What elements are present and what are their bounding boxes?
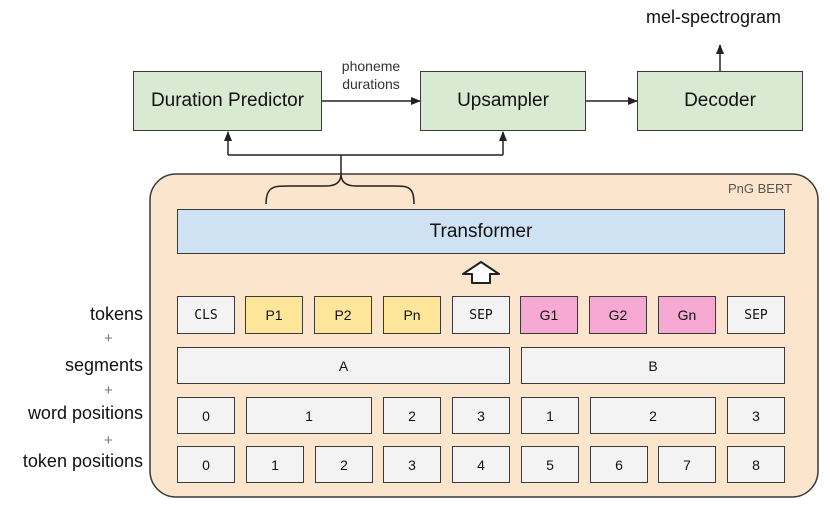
edge-label-line2: durations [342,76,400,92]
word-position-cell: 0 [177,397,235,434]
token-p2: P2 [314,296,372,334]
row-label-tokens: tokens [89,304,143,324]
plus-sign-1: + [104,330,113,347]
word-position-cell: 1 [521,397,579,434]
phoneme-durations-label: phoneme durations [336,57,406,93]
token-g1: G1 [520,296,578,334]
mel-spectrogram-label: mel-spectrogram [646,7,782,27]
word-position-cell: 1 [246,397,372,434]
token-position-cell: 6 [590,446,648,483]
word-position-cell: 2 [590,397,716,434]
word-position-cell: 3 [452,397,510,434]
transformer-block: Transformer [177,209,785,254]
token-g2: G2 [589,296,647,334]
decoder-block: Decoder [637,71,803,131]
segment-b: B [521,347,785,384]
token-position-cell: 5 [521,446,579,483]
token-sep-1: SEP [452,296,510,334]
token-position-cell: 3 [383,446,441,483]
token-sep-2: SEP [727,296,785,334]
phoneme-brace [265,173,415,205]
plus-sign-2: + [104,382,113,399]
token-position-cell: 2 [315,446,373,483]
token-pn: Pn [383,296,441,334]
token-position-cell: 7 [658,446,716,483]
edge-label-line1: phoneme [341,58,401,74]
row-label-segments: segments [64,355,143,375]
token-gn: Gn [658,296,716,334]
token-p1: P1 [245,296,303,334]
token-cls: CLS [177,296,235,334]
word-position-cell: 3 [727,397,785,434]
upsampler-block: Upsampler [420,71,586,131]
row-label-word-positions: word positions [27,403,143,423]
token-position-cell: 8 [727,446,785,483]
plus-sign-3: + [104,432,113,449]
token-position-cell: 4 [452,446,510,483]
word-position-cell: 2 [383,397,441,434]
token-position-cell: 1 [246,446,304,483]
row-label-token-positions: token positions [22,451,143,471]
pngbert-title: PnG BERT [728,181,793,196]
segment-a: A [177,347,510,384]
token-position-cell: 0 [177,446,235,483]
duration-predictor-block: Duration Predictor [133,71,322,131]
hollow-up-arrow [462,261,500,284]
